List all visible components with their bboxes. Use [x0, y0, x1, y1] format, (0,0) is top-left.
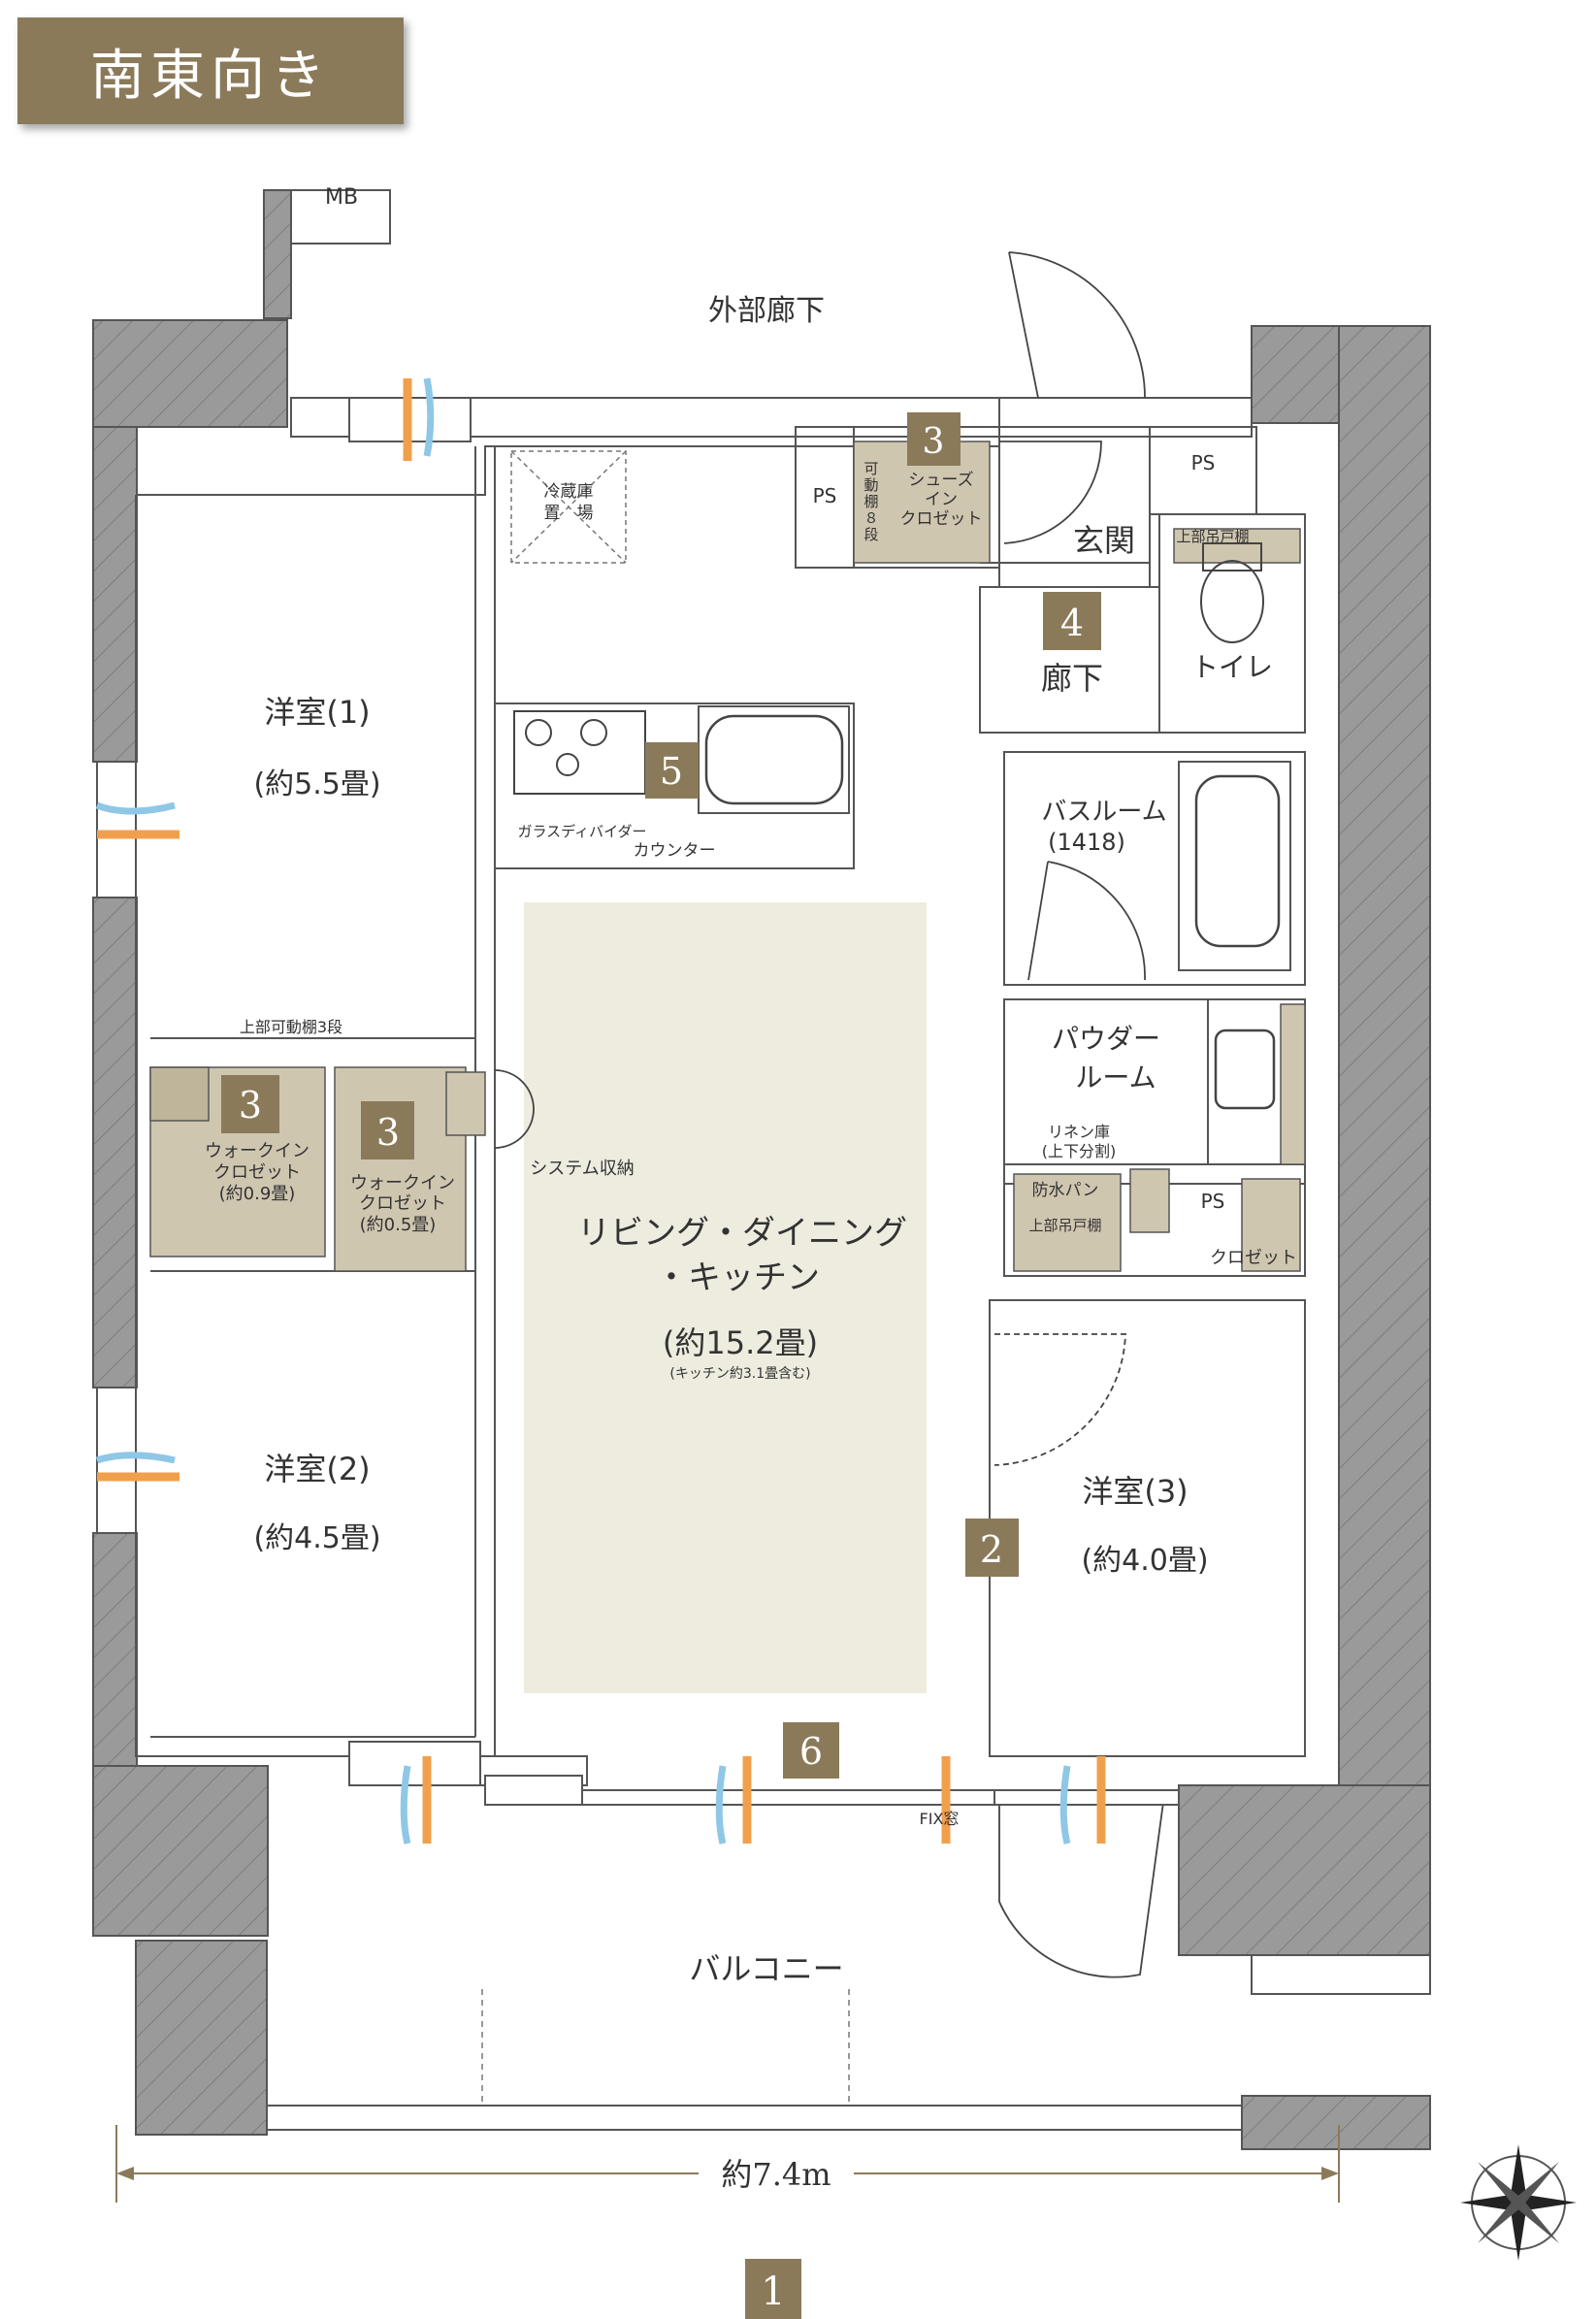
ldk-name-2: ・キッチン	[655, 1258, 820, 1297]
svg-text:3: 3	[376, 1111, 400, 1154]
toilet-label: トイレ	[1191, 651, 1273, 683]
svg-text:クロゼット: クロゼット	[900, 509, 983, 529]
balcony-posts	[481, 1989, 850, 2106]
compass-icon	[1460, 2144, 1577, 2261]
stove-icon	[513, 710, 646, 795]
door-swings	[494, 251, 1165, 1978]
ldk-size: (約15.2畳)	[663, 1324, 818, 1361]
marker-2: 2	[965, 1519, 1019, 1577]
orientation-label: 南東向き	[90, 44, 331, 108]
ps-label-2: PS	[1191, 451, 1216, 474]
svg-text:4: 4	[1060, 602, 1084, 644]
svg-text:6: 6	[799, 1730, 823, 1773]
ps-label-3: PS	[1201, 1190, 1225, 1213]
svg-text:システム収納: システム収納	[530, 1159, 634, 1179]
svg-text:ウォークイン: ウォークイン	[350, 1173, 455, 1193]
svg-text:3: 3	[239, 1084, 262, 1127]
storage-fills	[149, 441, 1306, 1272]
svg-text:(約0.5畳): (約0.5畳)	[360, 1215, 437, 1235]
airflow-icon	[95, 377, 1106, 1845]
svg-text:(上下分割): (上下分割)	[1042, 1142, 1117, 1160]
outer-corridor-label: 外部廊下	[708, 294, 825, 328]
svg-text:可: 可	[863, 460, 878, 477]
svg-text:2: 2	[980, 1528, 1003, 1571]
svg-text:(約0.9畳): (約0.9畳)	[219, 1184, 296, 1204]
toilet-icon	[1200, 542, 1264, 643]
room1-size: (約5.5畳)	[253, 768, 380, 801]
svg-text:リネン庫: リネン庫	[1048, 1123, 1110, 1141]
marker-5: 5	[645, 742, 699, 799]
svg-text:上部吊戸棚: 上部吊戸棚	[1028, 1217, 1101, 1234]
svg-text:クロゼット: クロゼット	[213, 1162, 301, 1183]
marker-3-wic2: 3	[361, 1101, 414, 1160]
svg-text:イン: イン	[925, 490, 958, 509]
marker-1: 1	[745, 2259, 801, 2319]
svg-text:1: 1	[761, 2270, 785, 2314]
corridor-label: 廊下	[1041, 660, 1103, 697]
svg-text:カウンター: カウンター	[634, 841, 716, 861]
svg-text:棚: 棚	[863, 493, 878, 510]
ldk-area	[524, 902, 927, 1693]
fridge-label-2: 置 場	[544, 504, 594, 523]
svg-text:ガラスディバイダー: ガラスディバイダー	[517, 823, 646, 840]
marker-3-wic1: 3	[221, 1075, 279, 1133]
ps-label: PS	[813, 484, 837, 507]
ldk-note: (キッチン約3.1畳含む)	[669, 1366, 810, 1382]
svg-text:ルーム: ルーム	[1075, 1062, 1156, 1094]
mb-label: MB	[325, 185, 358, 210]
svg-text:上部可動棚3段: 上部可動棚3段	[240, 1018, 342, 1036]
marker-4: 4	[1043, 592, 1101, 650]
marker-3-shoe: 3	[907, 412, 961, 466]
entrance-label: 玄関	[1073, 522, 1135, 559]
svg-text:3: 3	[923, 422, 945, 462]
orientation-badge: 南東向き	[17, 17, 404, 124]
svg-text:クロゼット: クロゼット	[359, 1193, 446, 1214]
washbasin-icon	[1214, 1029, 1276, 1110]
svg-text:防水パン: 防水パン	[1032, 1181, 1099, 1200]
room3-name: 洋室(3)	[1082, 1473, 1188, 1510]
balcony-label: バルコニー	[689, 1950, 843, 1987]
fridge-space	[510, 450, 627, 564]
room3-size: (約4.0畳)	[1081, 1544, 1208, 1578]
room2-size: (約4.5畳)	[253, 1521, 380, 1555]
svg-text:８: ８	[863, 509, 878, 527]
svg-text:段: 段	[863, 526, 878, 543]
dimension-line	[115, 2125, 1340, 2203]
room2-name: 洋室(2)	[264, 1451, 370, 1487]
fridge-label-1: 冷蔵庫	[544, 482, 594, 502]
width-dimension: 約7.4m	[721, 2156, 831, 2193]
svg-text:バスルーム: バスルーム	[1041, 798, 1166, 827]
sink-icon	[704, 714, 844, 805]
svg-text:上部吊戸棚: 上部吊戸棚	[1176, 528, 1249, 545]
svg-text:5: 5	[660, 750, 683, 793]
svg-text:動: 動	[863, 476, 878, 494]
fix-window-label: FIX窓	[920, 1810, 960, 1828]
ldk-name-1: リビング・ダイニング	[577, 1214, 907, 1253]
svg-text:パウダー: パウダー	[1052, 1023, 1160, 1055]
svg-text:シューズ: シューズ	[908, 471, 973, 490]
svg-text:(1418): (1418)	[1048, 829, 1125, 856]
text-labels: MB 外部廊下 PS PS PS 冷蔵庫 置 場 可 動 棚 ８ 段 シューズ …	[205, 185, 1297, 2193]
marker-6: 6	[783, 1722, 839, 1779]
svg-text:ウォークイン: ウォークイン	[205, 1141, 309, 1161]
bathtub-icon	[1194, 774, 1281, 948]
room1-name: 洋室(1)	[264, 694, 370, 731]
svg-text:クロゼット: クロゼット	[1210, 1248, 1297, 1268]
